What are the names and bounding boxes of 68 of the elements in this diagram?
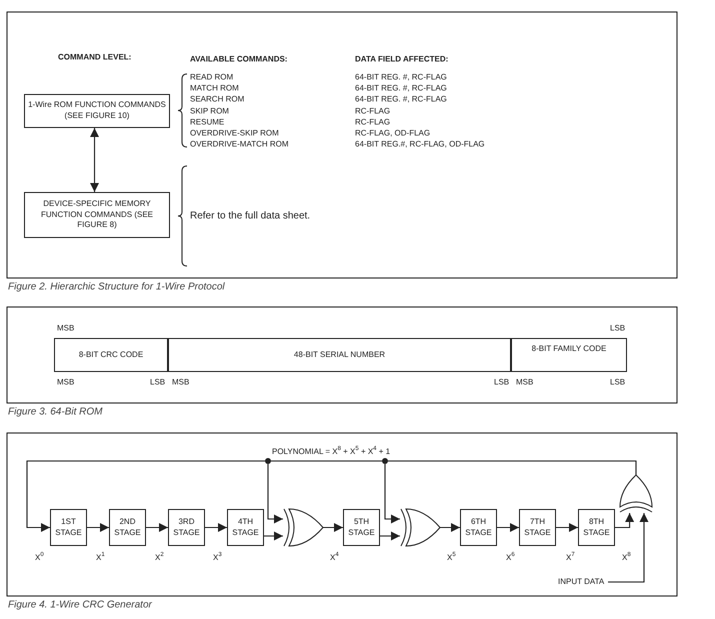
data-field: RC-FLAG bbox=[355, 118, 390, 126]
term-label: X$^{8}$ bbox=[622, 552, 631, 562]
process-box: 4TH STAGE bbox=[227, 509, 264, 546]
process-box: 3RD STAGE bbox=[168, 509, 205, 546]
data-field: 64-BIT REG. #, RC-FLAG bbox=[355, 94, 447, 104]
connector-arrow bbox=[205, 523, 227, 532]
connector-arrow bbox=[615, 513, 634, 528]
process-box: 8-BIT CRC CODE bbox=[54, 338, 168, 372]
command-name: OVERDRIVE-MATCH ROM bbox=[190, 140, 289, 148]
bit-order-label: LSB bbox=[494, 378, 510, 386]
term-label: X$^{1}$ bbox=[96, 552, 105, 562]
process-box: 7TH STAGE bbox=[519, 509, 556, 546]
polynomial-label: POLYNOMIAL = X$^{8}$ + X$^{5}$ + X$^{4}$ + 1 bbox=[272, 446, 390, 456]
connector-arrow bbox=[26, 460, 265, 532]
process-box: 1-Wire ROM FUNCTION COMMANDS (SEE FIGURE 10) bbox=[24, 94, 170, 128]
connector-arrow bbox=[264, 532, 283, 540]
data-field: 64-BIT REG.#, RC-FLAG, OD-FLAG bbox=[355, 140, 485, 148]
term-label: X$^{7}$ bbox=[566, 552, 575, 562]
connector-arrow bbox=[440, 523, 460, 532]
connector-arrow bbox=[267, 464, 283, 524]
column-heading: DATA FIELD AFFECTED: bbox=[355, 54, 448, 64]
term-label: X$^{2}$ bbox=[155, 552, 164, 562]
connector-arrow bbox=[556, 523, 578, 532]
connector-arrow bbox=[608, 513, 648, 583]
connector-arrow bbox=[87, 523, 109, 532]
command-name: MATCH ROM bbox=[190, 84, 239, 92]
connector-arrow bbox=[384, 464, 400, 524]
term-label: X$^{0}$ bbox=[35, 552, 44, 562]
data-field: 64-BIT REG. #, RC-FLAG bbox=[355, 84, 447, 92]
term-label: X$^{3}$ bbox=[213, 552, 222, 562]
data-field: 64-BIT REG. #, RC-FLAG bbox=[355, 72, 447, 82]
bit-order-label: LSB bbox=[610, 378, 626, 386]
command-name: RESUME bbox=[190, 118, 224, 126]
connector-arrow bbox=[90, 128, 100, 192]
connector-arrow bbox=[146, 523, 168, 532]
data-field: RC-FLAG bbox=[355, 106, 390, 116]
figure-caption: Figure 2. Hierarchic Structure for 1-Wire Protocol bbox=[8, 282, 225, 292]
process-box: 8TH STAGE bbox=[578, 509, 615, 546]
command-name: SKIP ROM bbox=[190, 106, 229, 116]
process-box: 48-BIT SERIAL NUMBER bbox=[168, 338, 511, 372]
data-field: RC-FLAG, OD-FLAG bbox=[355, 128, 430, 138]
figure-caption: Figure 3. 64-Bit ROM bbox=[8, 406, 102, 418]
term-label: X$^{4}$ bbox=[330, 552, 339, 562]
connector-arrow bbox=[380, 532, 400, 540]
command-name: SEARCH ROM bbox=[190, 94, 244, 104]
figure-caption: Figure 4. 1-Wire CRC Generator bbox=[8, 600, 152, 610]
bit-order-label: MSB bbox=[57, 324, 74, 332]
term-label: X$^{5}$ bbox=[447, 552, 456, 562]
bit-order-label: MSB bbox=[172, 378, 190, 386]
bit-order-label: MSB bbox=[516, 378, 534, 386]
connector-arrow bbox=[497, 523, 519, 532]
column-heading: COMMAND LEVEL: bbox=[58, 52, 132, 62]
bit-order-label: LSB bbox=[150, 378, 166, 386]
process-box: 6TH STAGE bbox=[460, 509, 497, 546]
column-heading: AVAILABLE COMMANDS: bbox=[190, 54, 288, 64]
process-box: 1ST STAGE bbox=[50, 509, 87, 546]
term-label: X$^{6}$ bbox=[506, 552, 515, 562]
process-box: 8-BIT FAMILY CODE bbox=[511, 338, 627, 372]
process-box: 5TH STAGE bbox=[343, 509, 380, 546]
process-box: 2ND STAGE bbox=[109, 509, 146, 546]
input-label: INPUT DATA bbox=[558, 576, 608, 588]
bit-order-label: MSB bbox=[57, 378, 74, 386]
process-box: DEVICE-SPECIFIC MEMORY FUNCTION COMMANDS (SEE FIGURE 8) bbox=[24, 192, 170, 238]
command-name: OVERDRIVE-SKIP ROM bbox=[190, 128, 279, 138]
note-text: Refer to the full data sheet. bbox=[190, 210, 310, 222]
command-name: READ ROM bbox=[190, 72, 234, 82]
bit-order-label: LSB bbox=[610, 324, 626, 332]
connector-arrow bbox=[323, 523, 343, 532]
